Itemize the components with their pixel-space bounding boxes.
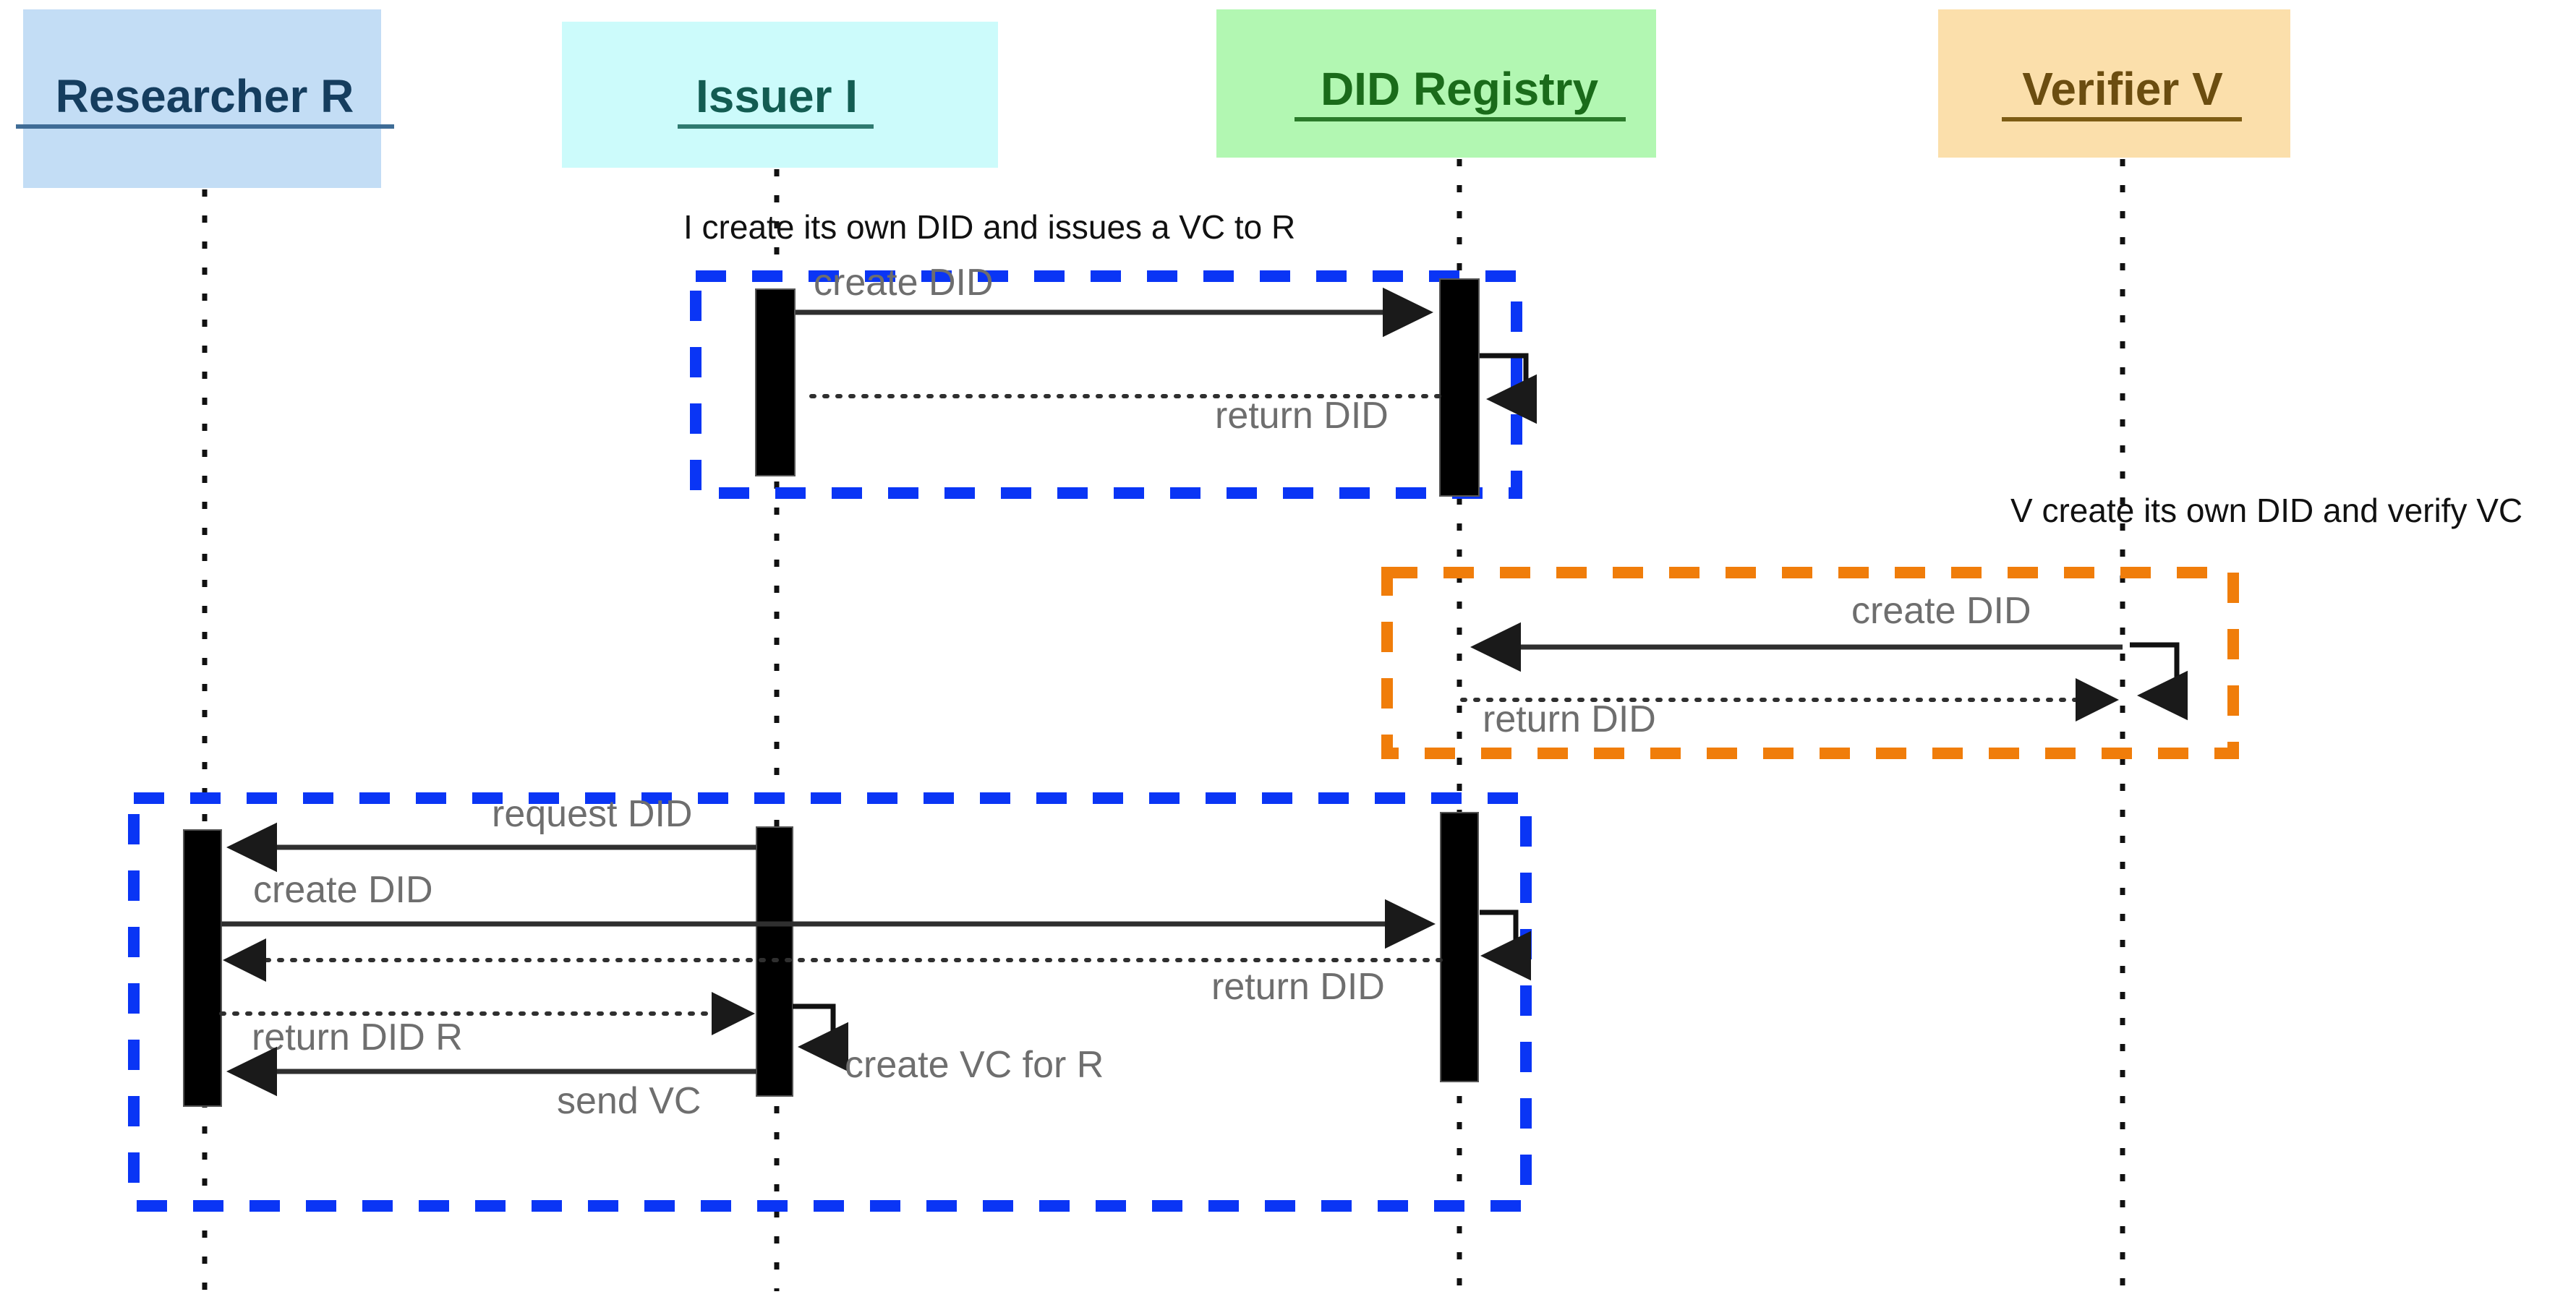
note-verifier-did: V create its own DID and verify VC (2010, 492, 2522, 529)
participant-verifier[interactable]: Verifier V (1938, 9, 2290, 158)
activation-registry-1 (1439, 278, 1480, 497)
message-self-verifier (2130, 642, 2188, 721)
participant-issuer[interactable]: Issuer I (562, 22, 998, 168)
selfloop-registry-2 (1480, 909, 1531, 981)
message-return-did-r: return DID R (219, 992, 755, 1058)
message-label-return-did-2: return DID (1483, 698, 1656, 740)
participant-registry[interactable]: DID Registry (1216, 9, 1656, 158)
lifeline-lines (202, 159, 2125, 1291)
message-self-registry-1 (1480, 353, 1537, 424)
message-label-return-did-3: return DID (1211, 966, 1385, 1008)
message-create-did-1: create DID (796, 262, 1433, 338)
participant-box-verifier (1938, 9, 2290, 158)
message-create-did-2: create DID (1470, 590, 2123, 672)
message-label-request-did: request DID (492, 793, 692, 835)
selfloop-registry-1 (1480, 353, 1537, 424)
selfloop-issuer (793, 1003, 848, 1072)
participant-box-registry (1216, 9, 1656, 158)
participant-label-issuer: Issuer I (696, 70, 858, 122)
message-send-vc: send VC (226, 1046, 756, 1122)
message-label-return-did-1: return DID (1215, 395, 1389, 437)
message-label-create-did-1: create DID (814, 262, 994, 304)
activation-issuer-1 (755, 288, 796, 476)
message-create-vc: create VC for R (793, 1003, 1104, 1086)
message-return-did-2: return DID (1460, 678, 2119, 740)
message-label-create-did-3: create DID (253, 869, 433, 911)
message-create-did-3: create DID (221, 869, 1436, 949)
frame-issuer-did (690, 270, 1522, 499)
participant-label-researcher: Researcher R (56, 70, 354, 122)
participant-label-registry: DID Registry (1321, 63, 1599, 115)
activation-researcher-2 (183, 829, 222, 1107)
participant-box-researcher (23, 9, 381, 188)
frame-verifier-did (1381, 567, 2239, 759)
frame-issuance (128, 792, 1532, 1212)
message-label-return-did-r: return DID R (252, 1016, 463, 1058)
message-label-create-vc: create VC for R (845, 1044, 1104, 1086)
selfloop-verifier (2130, 642, 2188, 721)
note-issuer-did: I create its own DID and issues a VC to … (683, 208, 1295, 246)
participant-label-verifier: Verifier V (2022, 63, 2223, 115)
message-label-create-did-2: create DID (1851, 590, 2031, 632)
message-return-did-3: return DID (223, 938, 1443, 1008)
message-return-did-1: return DID (802, 394, 1441, 437)
message-self-registry-2 (1480, 909, 1531, 981)
activation-registry-2 (1440, 812, 1479, 1082)
message-label-send-vc: send VC (557, 1080, 701, 1122)
message-request-did: request DID (226, 793, 756, 873)
participant-box-issuer (562, 22, 998, 168)
participant-researcher[interactable]: Researcher R (16, 9, 394, 188)
